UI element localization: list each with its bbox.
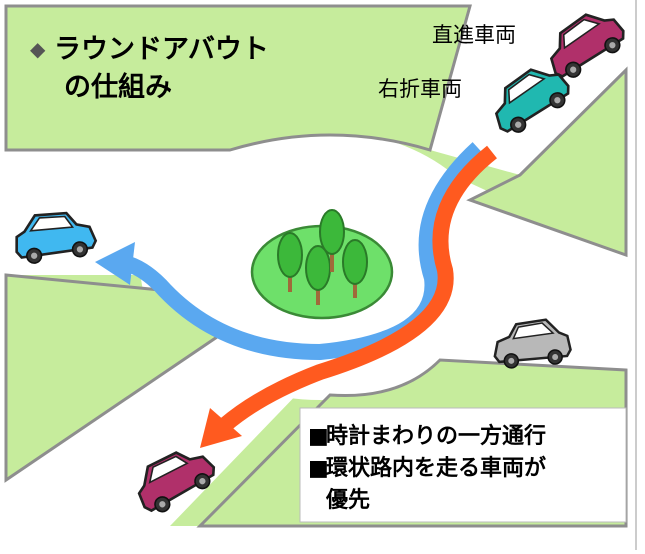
tree-4 xyxy=(342,239,368,285)
right-turn-path xyxy=(95,142,484,361)
note-bullet-2: ■ xyxy=(308,456,329,481)
title-line-1: ラウンドアバウト xyxy=(54,34,269,65)
note-bullet-1: ■ xyxy=(308,424,329,449)
tree-3 xyxy=(319,209,345,255)
central-island xyxy=(250,209,394,320)
straight-arrowhead xyxy=(200,408,242,448)
note-line-2: 環状路内を走る車両が xyxy=(326,455,546,481)
straight-path xyxy=(200,145,498,448)
note-line-1: 時計まわりの一方通行 xyxy=(326,423,546,449)
note-line-3: 優先 xyxy=(325,488,370,513)
notes-box: ■ 時計まわりの一方通行 ■ 環状路内を走る車両が 優先 xyxy=(299,407,627,523)
title-marker-icon: ◆ xyxy=(30,37,46,61)
diagram-title: ◆ ラウンドアバウト の仕組み xyxy=(30,34,269,103)
grass-northeast xyxy=(466,66,628,258)
notes-background xyxy=(299,407,627,523)
label-right-turn-vehicle: 右折車両 xyxy=(378,77,462,101)
title-line-2: の仕組み xyxy=(64,71,172,103)
tree-1 xyxy=(277,232,303,278)
right-turn-arrowhead xyxy=(95,242,135,285)
label-straight-vehicle: 直進車両 xyxy=(432,23,516,47)
grass-north xyxy=(4,4,472,152)
